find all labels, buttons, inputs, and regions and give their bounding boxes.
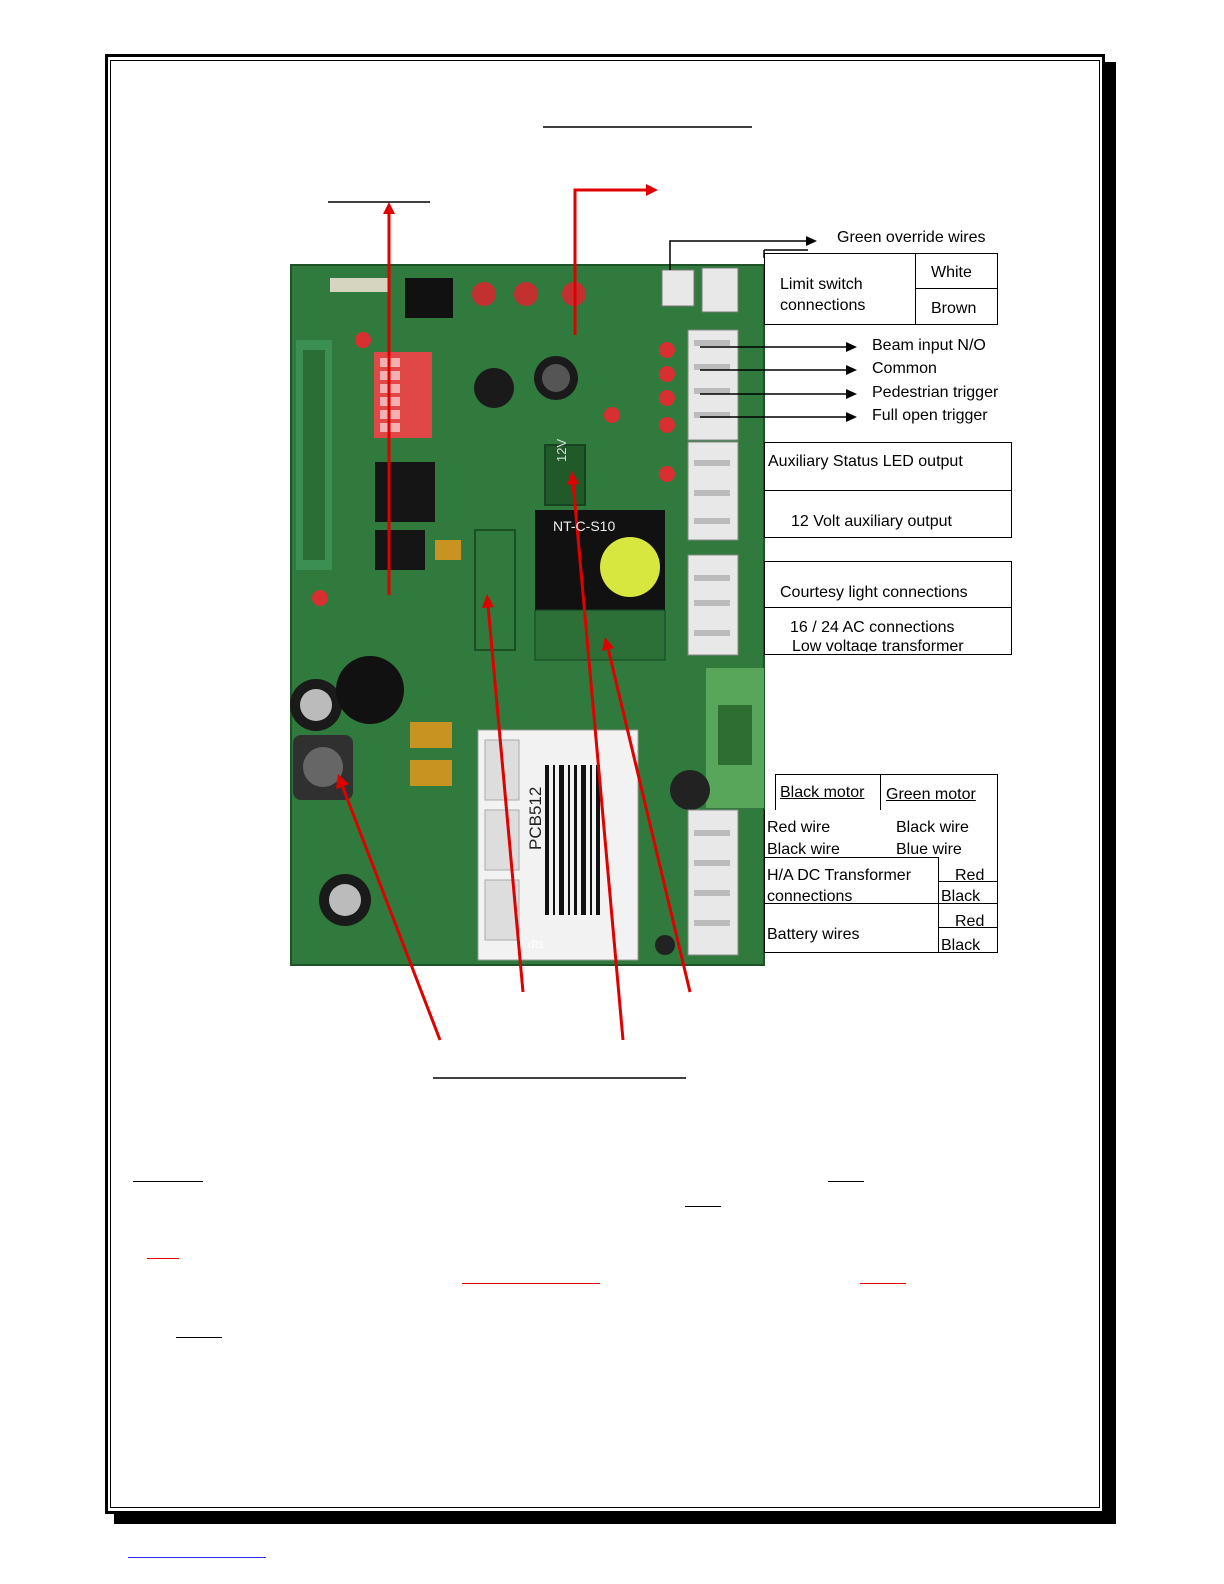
label-full-open: Full open trigger <box>872 407 988 424</box>
label-battery: Battery wires <box>767 926 860 943</box>
label-green-override: Green override wires <box>837 229 986 246</box>
label-green-motor: Green motor <box>886 786 976 803</box>
label-limit-switch-1: Limit switch <box>780 276 863 293</box>
page-frame-inner <box>110 60 1100 1508</box>
cell-brown <box>915 288 998 325</box>
label-black-2: Black <box>941 937 981 954</box>
cell-green-motor <box>880 774 998 811</box>
label-chip: PCB512 <box>526 786 545 850</box>
label-red-1: Red <box>955 867 985 884</box>
label-low-voltage: Low voltage transformer <box>792 638 964 655</box>
cell-aux-12v <box>764 490 1012 538</box>
label-blue-wire: Blue wire <box>896 841 962 858</box>
label-black-wire: Black wire <box>767 841 840 858</box>
cell-aux-status <box>764 442 1012 492</box>
label-courtesy: Courtesy light connections <box>780 584 968 601</box>
label-volt: 12V <box>554 438 569 462</box>
label-beam-input: Beam input N/O <box>872 337 986 354</box>
underline-4 <box>147 1258 179 1259</box>
label-black-motor: Black motor <box>780 784 865 801</box>
footer-link-underline[interactable] <box>128 1557 266 1558</box>
label-red-wire: Red wire <box>767 819 831 836</box>
label-limit-switch-2: connections <box>780 297 866 314</box>
underline-5 <box>462 1283 600 1284</box>
label-aux-status: Auxiliary Status LED output <box>768 453 963 470</box>
label-pedestrian: Pedestrian trigger <box>872 384 999 401</box>
underline-6 <box>860 1283 906 1284</box>
cell-ac <box>764 607 1012 655</box>
label-white: White <box>931 264 972 281</box>
label-ac: 16 / 24 AC connections <box>790 619 955 636</box>
cell-black-motor <box>775 774 881 811</box>
label-aux-12v: 12 Volt auxiliary output <box>791 513 952 530</box>
cell-black-wire-r <box>880 810 998 858</box>
label-black-1: Black <box>941 888 981 905</box>
red-arrows <box>336 184 692 1041</box>
cell-white <box>915 253 998 290</box>
underline-1 <box>133 1181 203 1182</box>
label-black-wire-r: Black wire <box>896 819 969 836</box>
label-brand: dts <box>528 937 545 951</box>
label-connections: connections <box>767 888 853 905</box>
label-ha-dc: H/A DC Transformer <box>767 867 912 884</box>
label-brown: Brown <box>931 300 977 317</box>
pcb-board <box>290 264 765 966</box>
underline-7 <box>176 1337 222 1338</box>
label-common: Common <box>872 360 937 377</box>
underline-3 <box>685 1206 721 1207</box>
cell-battery <box>764 903 940 953</box>
cell-courtesy <box>764 561 1012 609</box>
black-arrows <box>669 236 857 422</box>
underline-2 <box>828 1181 864 1182</box>
cell-black-2 <box>938 927 998 953</box>
label-module: NT-C-S10 <box>553 518 616 534</box>
label-red-2: Red <box>955 913 985 930</box>
cell-black-1 <box>938 881 998 905</box>
